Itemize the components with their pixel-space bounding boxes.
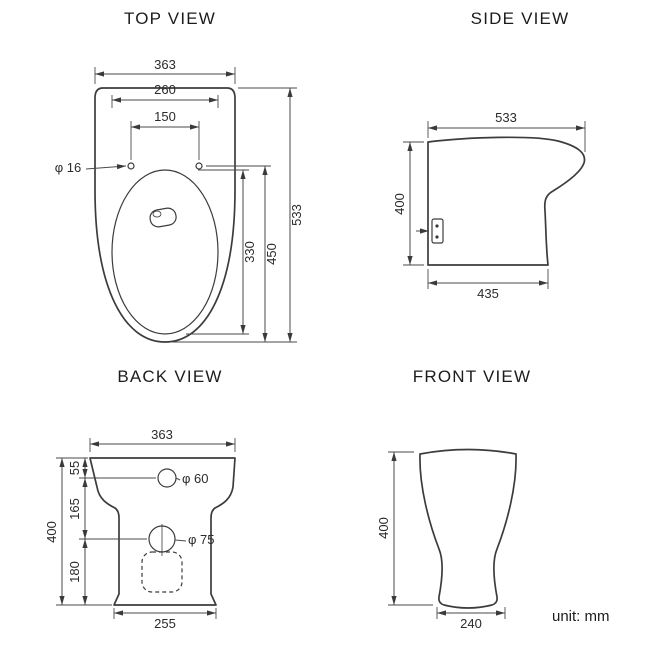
callout-inlet-diameter: φ 60: [175, 471, 209, 486]
leader-line: [85, 164, 127, 170]
hinge-hole-left: [127, 162, 135, 170]
fixing-bracket: [431, 218, 444, 244]
callout-hinge-hole-diameter: φ 16: [55, 160, 127, 175]
back-view: BACK VIEW φ 60 φ 75 363 55: [44, 367, 236, 631]
toilet-side-outline: [427, 136, 586, 266]
dim-label-phi75: φ 75: [188, 532, 215, 547]
dim-label-165: 165: [67, 498, 82, 520]
toilet-top-outline: [94, 87, 236, 343]
dim-side-height: 400: [392, 141, 424, 266]
dim-label-533: 533: [495, 110, 517, 125]
side-view-title: SIDE VIEW: [471, 9, 570, 28]
toilet-back-outline: [89, 457, 236, 606]
dim-label-180: 180: [67, 561, 82, 583]
dim-back-height: 400: [44, 458, 65, 605]
dim-label-260: 260: [154, 82, 176, 97]
hinge-hole-right: [195, 162, 203, 170]
top-view-title: TOP VIEW: [124, 9, 216, 28]
dim-side-base-depth: 435: [427, 269, 549, 301]
dim-label-phi60: φ 60: [182, 471, 209, 486]
dim-label-400: 400: [392, 193, 407, 215]
fixing-hole-top: [435, 224, 439, 228]
dim-side-overall-depth: 533: [427, 110, 586, 152]
dim-label-255: 255: [154, 616, 176, 631]
dim-back-base-width: 255: [113, 608, 217, 631]
dim-label-363: 363: [151, 427, 173, 442]
seat-opening: [111, 169, 219, 335]
trap-hidden-outline: [141, 551, 183, 593]
dim-label-55: 55: [67, 461, 82, 475]
trap-detail: [152, 210, 162, 218]
dim-label-330: 330: [242, 241, 257, 263]
side-view: SIDE VIEW 533 400 435: [392, 9, 586, 301]
leader-line: [175, 477, 181, 481]
fixing-hole-bottom: [435, 235, 439, 239]
dim-label-363: 363: [154, 57, 176, 72]
trap-opening: [149, 207, 177, 228]
dim-label-400: 400: [44, 521, 59, 543]
top-view: TOP VIEW 363 260 150 φ 16: [55, 9, 304, 343]
dim-label-150: 150: [154, 109, 176, 124]
dim-label-phi16: φ 16: [55, 160, 82, 175]
dim-hinge-spacing: 150: [130, 109, 200, 160]
dim-seat-depth: 450: [206, 165, 279, 342]
dim-overall-depth: 533: [172, 87, 304, 343]
unit-label: unit: mm: [552, 608, 610, 625]
leader-line: [174, 539, 187, 542]
dim-back-chain: 55 165 180: [56, 457, 156, 606]
dim-label-400: 400: [376, 517, 391, 539]
dim-front-height: 400: [376, 451, 433, 606]
dim-label-240: 240: [460, 616, 482, 631]
dim-label-450: 450: [264, 243, 279, 265]
dim-overall-width: 363: [94, 57, 236, 84]
dim-front-base-width: 240: [436, 607, 506, 631]
dim-back-overall-width: 363: [89, 427, 236, 452]
callout-outlet-diameter: φ 75: [174, 532, 215, 547]
dim-label-435: 435: [477, 286, 499, 301]
dim-bowl-opening-depth: 330: [186, 169, 257, 335]
toilet-front-outline: [419, 448, 517, 609]
inlet-hole: [157, 468, 177, 488]
front-view-title: FRONT VIEW: [413, 367, 531, 386]
front-view: FRONT VIEW 400 240: [376, 367, 531, 631]
back-view-title: BACK VIEW: [117, 367, 222, 386]
dim-label-533: 533: [289, 204, 304, 226]
dim-seat-width: 260: [111, 82, 219, 108]
